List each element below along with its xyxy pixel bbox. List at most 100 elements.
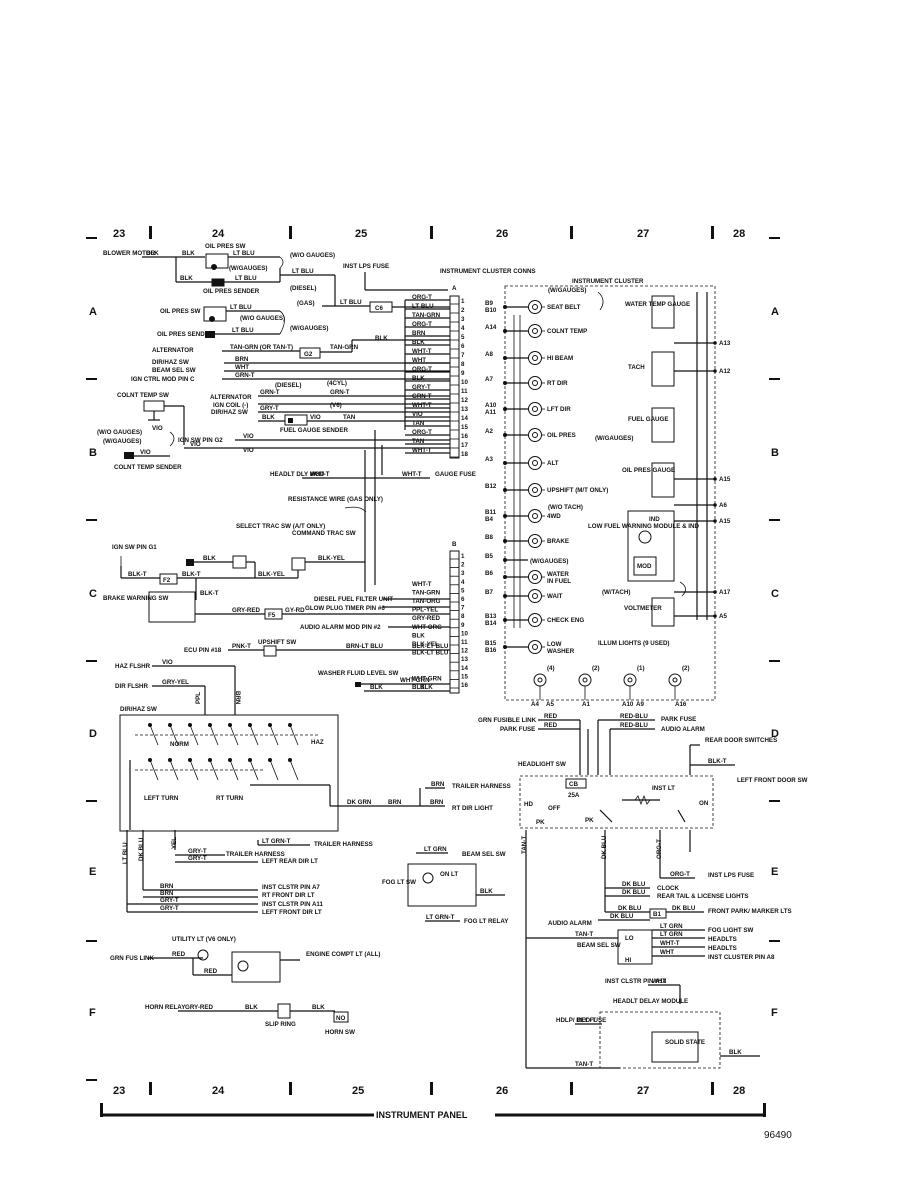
cluster-lamp-label: 4WD [547, 513, 561, 520]
mod-label: MOD [637, 563, 652, 570]
grn-fusible-link: GRN FUSIBLE LINK [478, 717, 537, 724]
wire-label: DK BLU [622, 881, 646, 888]
gas-label: (GAS) [297, 300, 315, 307]
illum-pin: A1 [582, 701, 590, 708]
col-25-bottom: 25 [352, 1085, 364, 1097]
col-26-top: 26 [496, 228, 508, 240]
wire-label: LT GRN [660, 931, 683, 938]
cluster-pin: A2 [485, 428, 493, 435]
cluster-lamp-label: RT DIR [547, 380, 568, 387]
oil-pres-sender-top: OIL PRES SENDER [203, 288, 260, 295]
connector-a-pin: 1 [461, 298, 465, 305]
row-b-left: B [89, 447, 97, 459]
lamp-icon [528, 428, 542, 442]
wire-label: GRY-T [260, 405, 279, 412]
connector-a-wire: BRN [412, 330, 426, 337]
command-trac-sw: COMMAND TRAC SW [292, 530, 356, 537]
wire-label: ORG-T [670, 871, 690, 878]
wire-label: WHT-GRN [400, 677, 430, 684]
wire-label: LT BLU [235, 275, 257, 282]
lamp-icon [528, 613, 542, 627]
glow-plug-timer: GLOW PLUG TIMER PIN #6 [305, 605, 385, 612]
wire-label: DK GRN [347, 799, 372, 806]
wire-label: WHT [235, 364, 249, 371]
connector-a-wire: GRN-T [412, 393, 432, 400]
wire-label: GY-RD [285, 607, 305, 614]
wire-label: VIO [310, 414, 321, 421]
connector-b-pin: 16 [461, 682, 468, 689]
rear-door-switches: REAR DOOR SWITCHES [705, 737, 777, 744]
connector-a-pin: 15 [461, 424, 468, 431]
row-e-left: E [89, 866, 96, 878]
wire-label: YEL [171, 837, 178, 849]
inst-lt-label: INST LT [652, 785, 675, 792]
wire-label: GRY-RED [232, 607, 260, 614]
wire-label: RED [544, 713, 558, 720]
cluster-right-pin: A15 [719, 476, 731, 483]
middle-left-circuits: SELECT TRAC SW (A/T ONLY) COMMAND TRAC S… [103, 523, 450, 715]
wire-label: WHT-T [660, 940, 680, 947]
colnt-temp-sender: COLNT TEMP SENDER [114, 464, 182, 471]
connector-a-pin: 14 [461, 415, 468, 422]
b1-label: B1 [653, 911, 661, 918]
tan-grn-label: TAN-GRN (OR TAN-T) [230, 344, 293, 351]
haz-flshr: HAZ FLSHR [115, 663, 151, 670]
wire-label: DK BLU [672, 905, 696, 912]
lamp-icon [528, 483, 542, 497]
ign-sw-pin-g1: IGN SW PIN G1 [112, 544, 157, 551]
wire-label: GRY-T [188, 855, 207, 862]
lo-label: LO [625, 935, 634, 942]
wire-label: RED [172, 951, 186, 958]
wire-label: GRN-T [260, 389, 280, 396]
w-gauges-mid: (W/GAUGES) [290, 325, 329, 332]
wo-gauges-mid: (W/O GAUGES) [240, 315, 285, 322]
connector-a-wire: ORG-T [412, 294, 432, 301]
dir-haz-switch: DIR/HAZ SW NORM HAZ LEFT TURN RT TURN DK… [110, 706, 511, 1036]
connector-a-wire: ORG-T [412, 366, 432, 373]
wire-label: RED-BLU [620, 722, 648, 729]
headlt-dly-mod-label: HEADLT DLY MOD [270, 471, 325, 478]
diesel-fuel-filter: DIESEL FUEL FILTER UNIT [314, 596, 393, 603]
blower-motor-label: BLOWER MOTOR [103, 250, 156, 257]
wire-label: GRN-T [330, 389, 350, 396]
wire-label: BLK [375, 335, 388, 342]
illum-count: (1) [637, 665, 645, 672]
left-front-door-sw: LEFT FRONT DOOR SW [737, 777, 808, 784]
col-24-bottom: 24 [212, 1085, 225, 1097]
wire-label: PNK-T [232, 643, 251, 650]
wire-label: LT GRN [424, 846, 447, 853]
connector-a-pin: 7 [461, 352, 465, 359]
connector-b-wire: WHT-T [412, 581, 432, 588]
col-25-top: 25 [355, 228, 367, 240]
cluster-lamp-label: SEAT BELT [547, 304, 581, 311]
wire-label: GRY-RED [185, 1004, 213, 1011]
cluster-pin: A11 [485, 409, 497, 416]
audio-alarm-mod: AUDIO ALARM MOD PIN #2 [300, 624, 381, 631]
connector-b-pin: 13 [461, 656, 468, 663]
wire-label: BLK [203, 555, 216, 562]
on-lt-label: ON LT [440, 871, 458, 878]
cluster-pin: A8 [485, 351, 493, 358]
illum-lamp-icon [578, 673, 592, 687]
cluster-lamp-label: WASHER [547, 648, 575, 655]
connector-a-pin: 12 [461, 397, 468, 404]
connector-a-pin: 16 [461, 433, 468, 440]
row-c-left: C [89, 588, 97, 600]
oil-pres-sw-mid: OIL PRES SW [160, 308, 201, 315]
connector-a-wire: WHT [412, 357, 426, 364]
cluster-lamp-label: CHECK ENG [547, 617, 584, 624]
slip-ring: SLIP RING [265, 1021, 296, 1028]
connector-a-wire: ORG-T [412, 321, 432, 328]
connector-letter: B [452, 541, 457, 548]
inst-clstr-a7: INST CLSTR PIN A7 [262, 884, 320, 891]
horn-sw: HORN SW [325, 1029, 355, 1036]
connector-b-wire: WHT-GRN [412, 675, 442, 682]
alternator-2: ALTERNATOR [210, 394, 252, 401]
wire-label: WHT [652, 978, 666, 985]
norm-label: NORM [170, 741, 189, 748]
illum-pin: A10 [622, 701, 634, 708]
wire-label: BRN [431, 781, 445, 788]
connector-a-pin: 11 [461, 388, 468, 395]
lamp-icon [528, 376, 542, 390]
